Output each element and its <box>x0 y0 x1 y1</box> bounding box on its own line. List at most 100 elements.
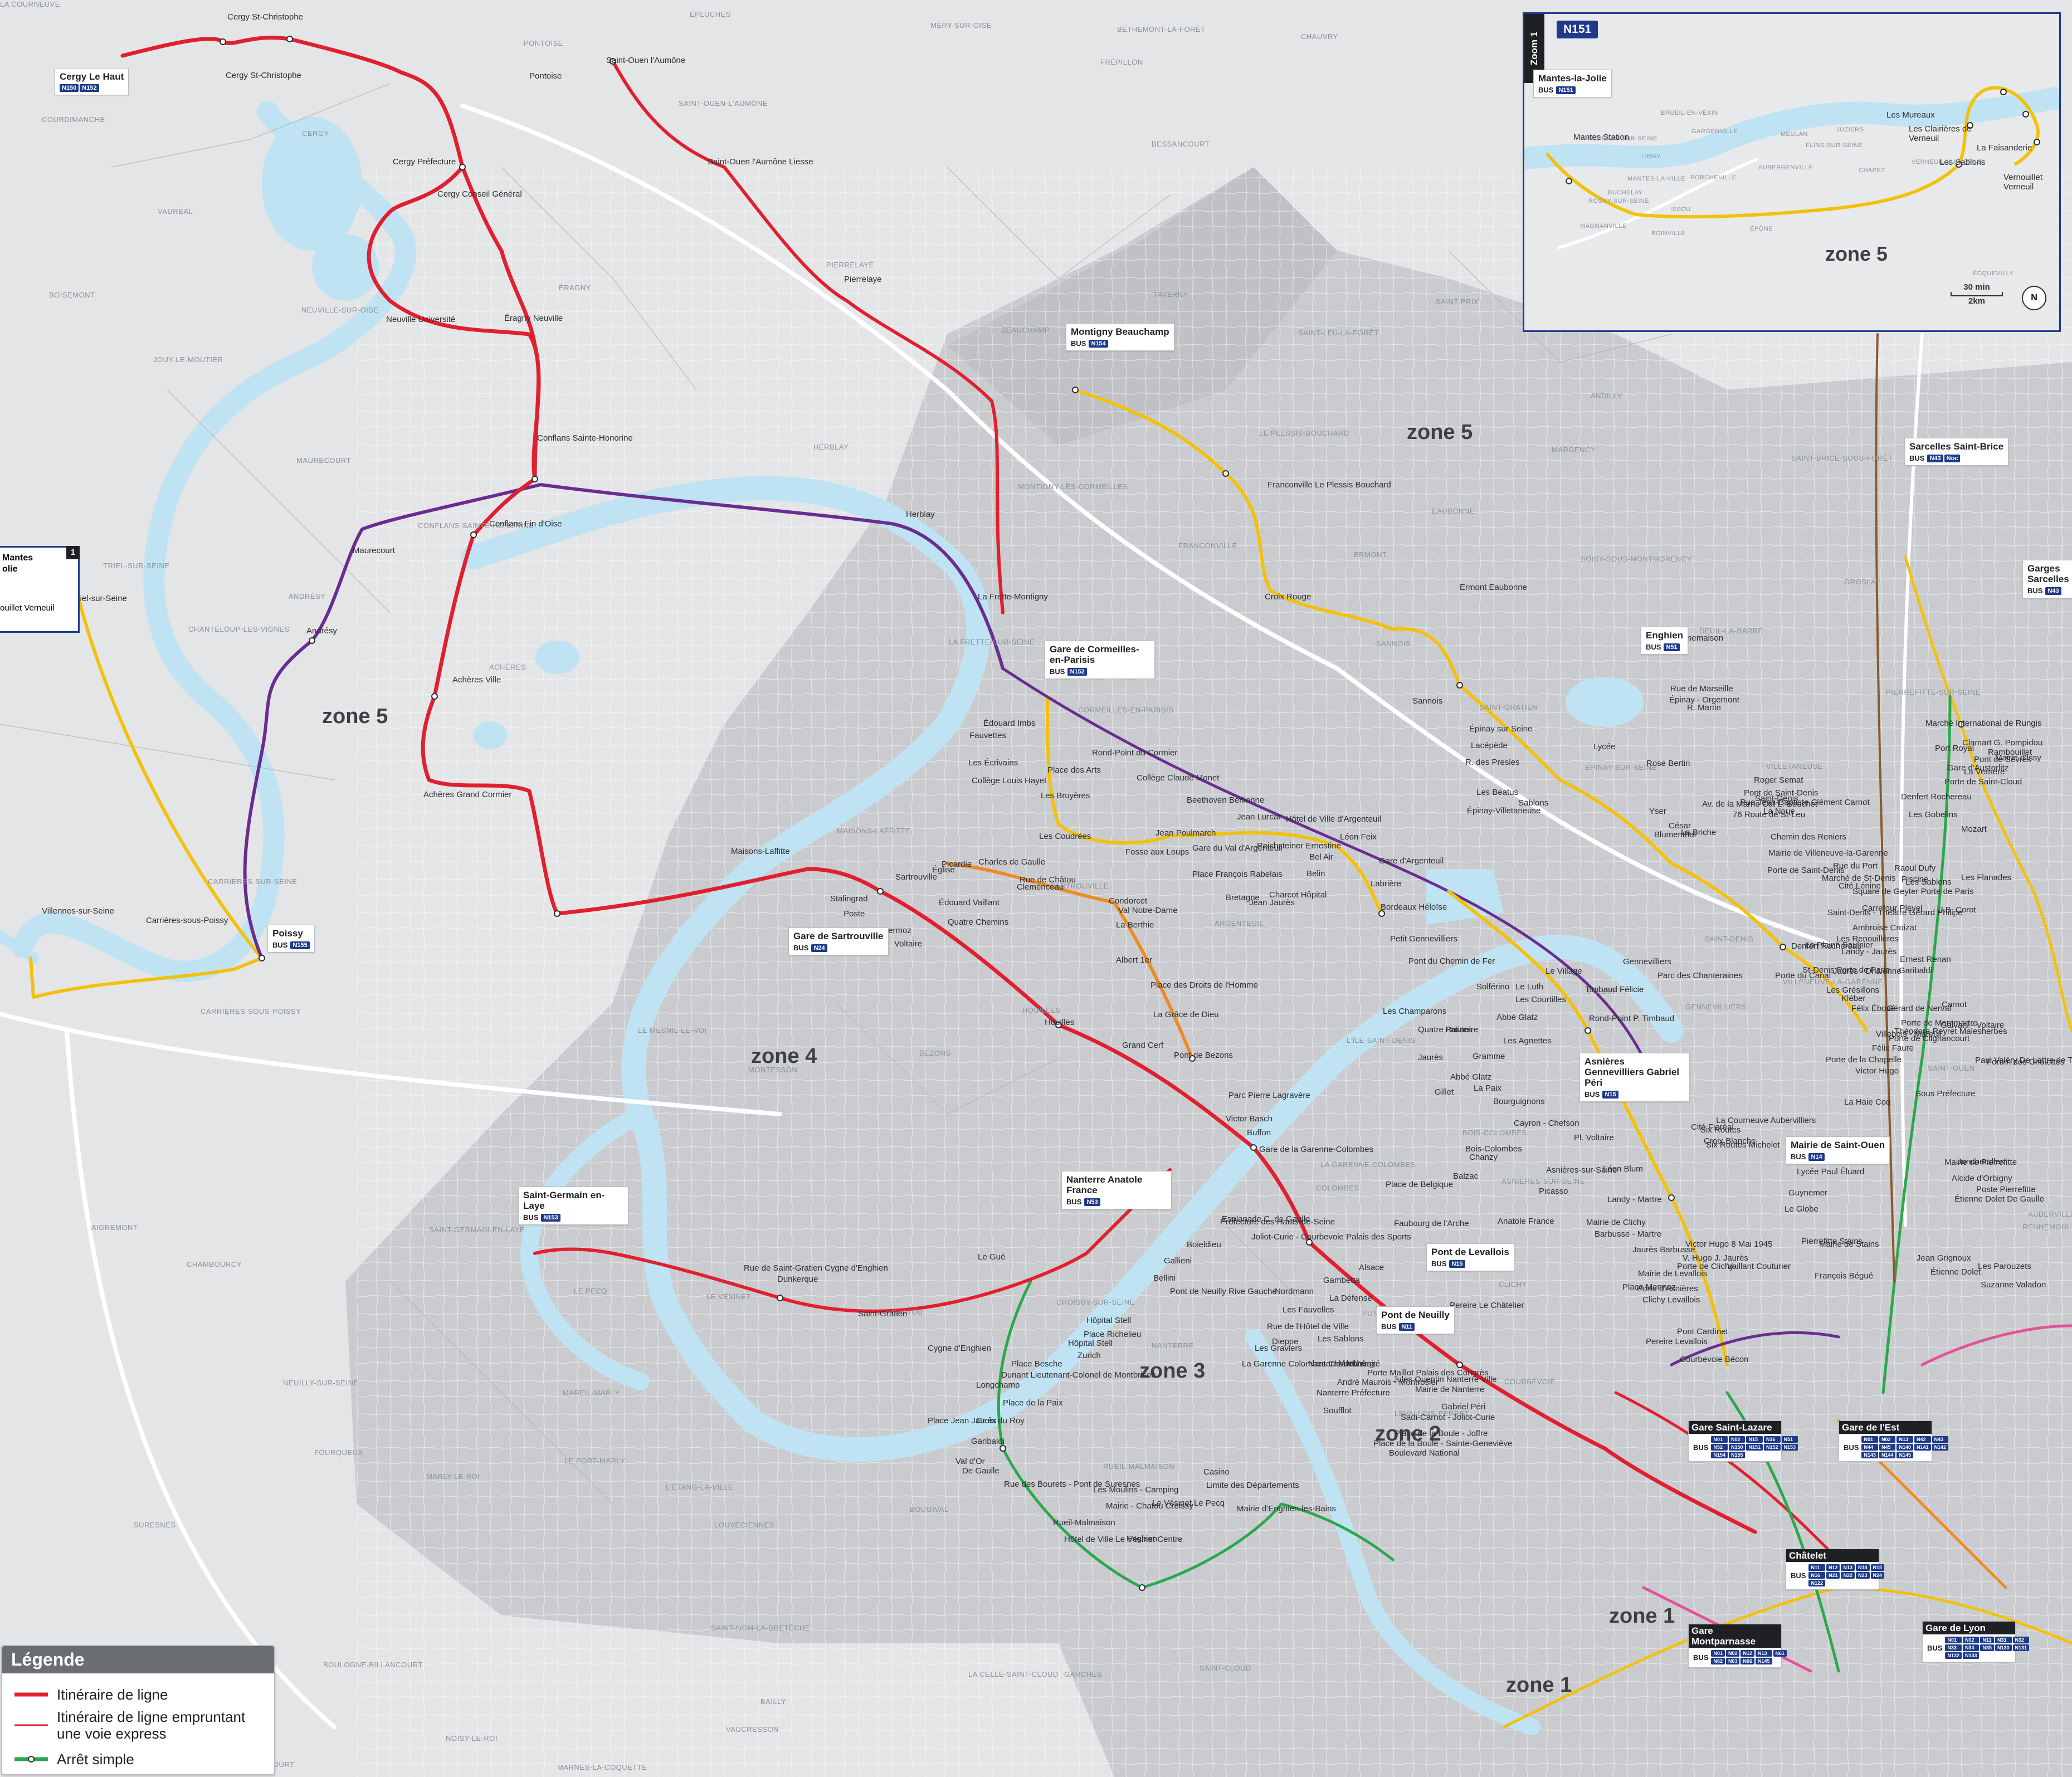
stop-label: Rue des Bourets - Pont de Suresnes <box>1004 1480 1140 1489</box>
stop-label: Petit Gennevilliers <box>1390 934 1457 944</box>
stop-label: Clamart G. Pompidou <box>1962 738 2043 748</box>
stop-label: Poste <box>844 909 865 919</box>
stop-label: Pereire Levallois <box>1646 1337 1708 1346</box>
commune-label: FOURQUEUX <box>314 1448 363 1457</box>
stop-label: Porte de Montmartre <box>1901 1018 1978 1028</box>
commune-label: MARNES-LA-COQUETTE <box>557 1763 647 1771</box>
stop-label: Villebois - Mareuil <box>1876 1029 1942 1039</box>
stop-label: Les Fauvelles <box>1283 1305 1334 1315</box>
line-badge: N12 <box>1741 1650 1754 1657</box>
commune-label: MAREIL-MARLY <box>563 1389 620 1397</box>
stop-label: Étienne Dolet <box>1930 1267 1981 1277</box>
stop-label: Hôpital Stell <box>1086 1316 1132 1325</box>
inset-commune-label: AUBERGENVILLE <box>1758 164 1813 171</box>
stop-label: Place de la Boule - Sainte-Geneviève <box>1373 1439 1513 1448</box>
stop-label: Nanterre Université <box>1308 1359 1381 1369</box>
commune-label: VILLENEUVE-LA-GARENNE <box>1783 978 1883 986</box>
route-n154 <box>1074 388 1461 687</box>
stop-label: Houilles <box>1045 1018 1075 1027</box>
legend-item-label: Itinéraire de ligne <box>57 1686 168 1703</box>
commune-label: ASNIÈRES-SUR-SEINE <box>1501 1177 1585 1185</box>
commune-label: BOISEMONT <box>49 291 95 299</box>
commune-label: MARLY-LE-ROI <box>426 1472 480 1481</box>
commune-label: BEZONS <box>919 1049 951 1057</box>
stop-label: Chanzy <box>1469 1153 1498 1162</box>
line-badge: N34 <box>1962 1644 1980 1651</box>
stop-label: Av. de la Marne Cdt L. Bouchet <box>1702 799 1818 809</box>
line-badge: N43 <box>1927 454 1943 462</box>
stop-label: Conflans Fin d'Oise <box>489 519 562 529</box>
scale-distance: 2km <box>1968 296 1986 306</box>
stop-label: Jules Quentin Nanterre Ville <box>1393 1375 1497 1384</box>
inset-commune-label: MAGNANVILLE <box>1580 223 1627 230</box>
stop-label: Place de Belgique <box>1386 1180 1453 1189</box>
stop-label: Place des Arts <box>1047 765 1101 775</box>
stop-label: Conflans Sainte-Honorine <box>537 433 633 443</box>
line-badge: N01 <box>1711 1436 1728 1443</box>
stop-label: Six Routes Michelet <box>1706 1140 1780 1150</box>
commune-label: SURESNES <box>134 1521 176 1529</box>
inset-stop: Les Mureaux <box>1886 110 1935 120</box>
bus-tag: BUS <box>523 1213 539 1222</box>
stop-label: Ermont Eaubonne <box>1460 583 1527 592</box>
stop-label: Léon Blum <box>1603 1164 1643 1174</box>
legend-item-route: Itinéraire de ligne <box>14 1686 168 1703</box>
stop-label: Bel Air <box>1309 852 1334 862</box>
commune-label: SAINT-OUEN <box>1928 1064 1975 1072</box>
commune-label: TAVERNY <box>1153 290 1188 299</box>
stop-label: Félix Faure <box>1872 1043 1914 1053</box>
stop-label: Place de la Boule - Joffre <box>1395 1429 1488 1438</box>
line-badge: N153 <box>541 1213 560 1222</box>
inset-commune-label: PORCHEVILLE <box>1690 174 1737 181</box>
stop-label: Saint-Ouen l'Aumône <box>606 56 686 65</box>
commune-label: CHAUVRY <box>1301 32 1338 41</box>
stop-label: Garibaldi <box>971 1437 1005 1446</box>
stop-label: Denfert Rochereau <box>1791 941 1862 951</box>
stop-label: Éragny Neuville <box>504 314 563 323</box>
line-badge: N154 <box>1089 339 1108 348</box>
line-badge: N11 <box>1980 1637 1994 1643</box>
line-badge: N154 <box>1711 1452 1728 1458</box>
stop-label: Abbé Glatz <box>1450 1072 1492 1082</box>
legend-item-label: Itinéraire de ligne empruntant une voie … <box>57 1708 246 1742</box>
bus-tag: BUS <box>1071 339 1086 348</box>
route-gennevilliers <box>1447 890 1729 1366</box>
line-badge: N122 <box>1808 1580 1825 1586</box>
commune-label: POISSY <box>1588 987 1617 995</box>
route-green-nanterre <box>997 1280 1395 1589</box>
stop-label: Hôpital Stell <box>1068 1339 1113 1348</box>
stop-label: Pierrelaye <box>844 275 882 284</box>
inset-stop: La Faisanderie <box>1977 143 2032 153</box>
commune-label: L'ÉTANG-LA-VILLE <box>666 1483 734 1491</box>
left-edge-tab-number: 1 <box>66 546 80 559</box>
stop-label: Cergy Préfecture <box>393 157 456 167</box>
stop-label: Marché <box>1338 1359 1367 1368</box>
bus-tag: BUS <box>1538 86 1554 94</box>
stop-label: Faubourg de l'Arche <box>1394 1219 1469 1228</box>
stop-label: Suzanne Valadon <box>1981 1280 2046 1290</box>
